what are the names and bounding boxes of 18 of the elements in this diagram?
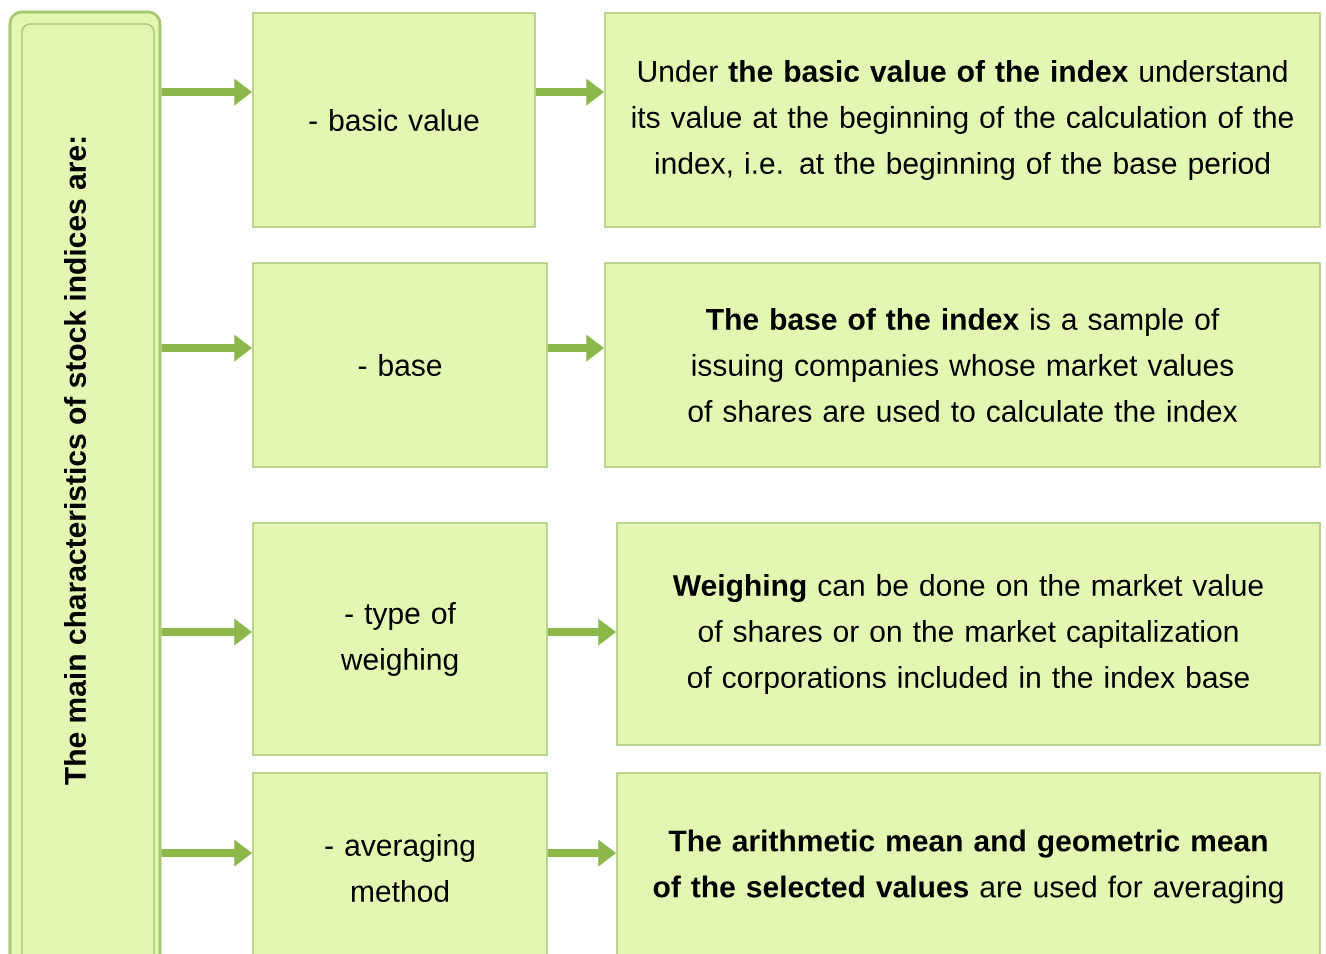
description-text: Under the basic value of the index understand its value at the beginning of the calculation of the index, i.e. at the beginning of the base period <box>632 60 1293 180</box>
description-box <box>616 772 1321 954</box>
description-box <box>604 262 1321 468</box>
item-box <box>252 262 548 468</box>
item-box <box>252 522 548 756</box>
item-text: - averaging method <box>325 834 474 903</box>
item-text: - basic value <box>309 109 479 132</box>
item-box <box>252 12 536 228</box>
description-text: Weighing can be done on the market value of shares or on the market capitalization of corporations included in the index base <box>672 574 1263 694</box>
description-text: The base of the index is a sample of issuing companies whose market values of shares are used to calculate the index <box>688 308 1238 423</box>
description-text: The arithmetic mean and geometric mean of the selected values are used for averaging <box>653 829 1283 904</box>
heading-text: The main characteristics of stock indices are: <box>64 137 86 785</box>
heading-box <box>8 10 162 954</box>
item-text: - base <box>358 354 442 377</box>
item-box <box>252 772 548 954</box>
description-box <box>604 12 1321 228</box>
item-text: - type of weighing <box>340 602 458 676</box>
description-box <box>616 522 1321 746</box>
